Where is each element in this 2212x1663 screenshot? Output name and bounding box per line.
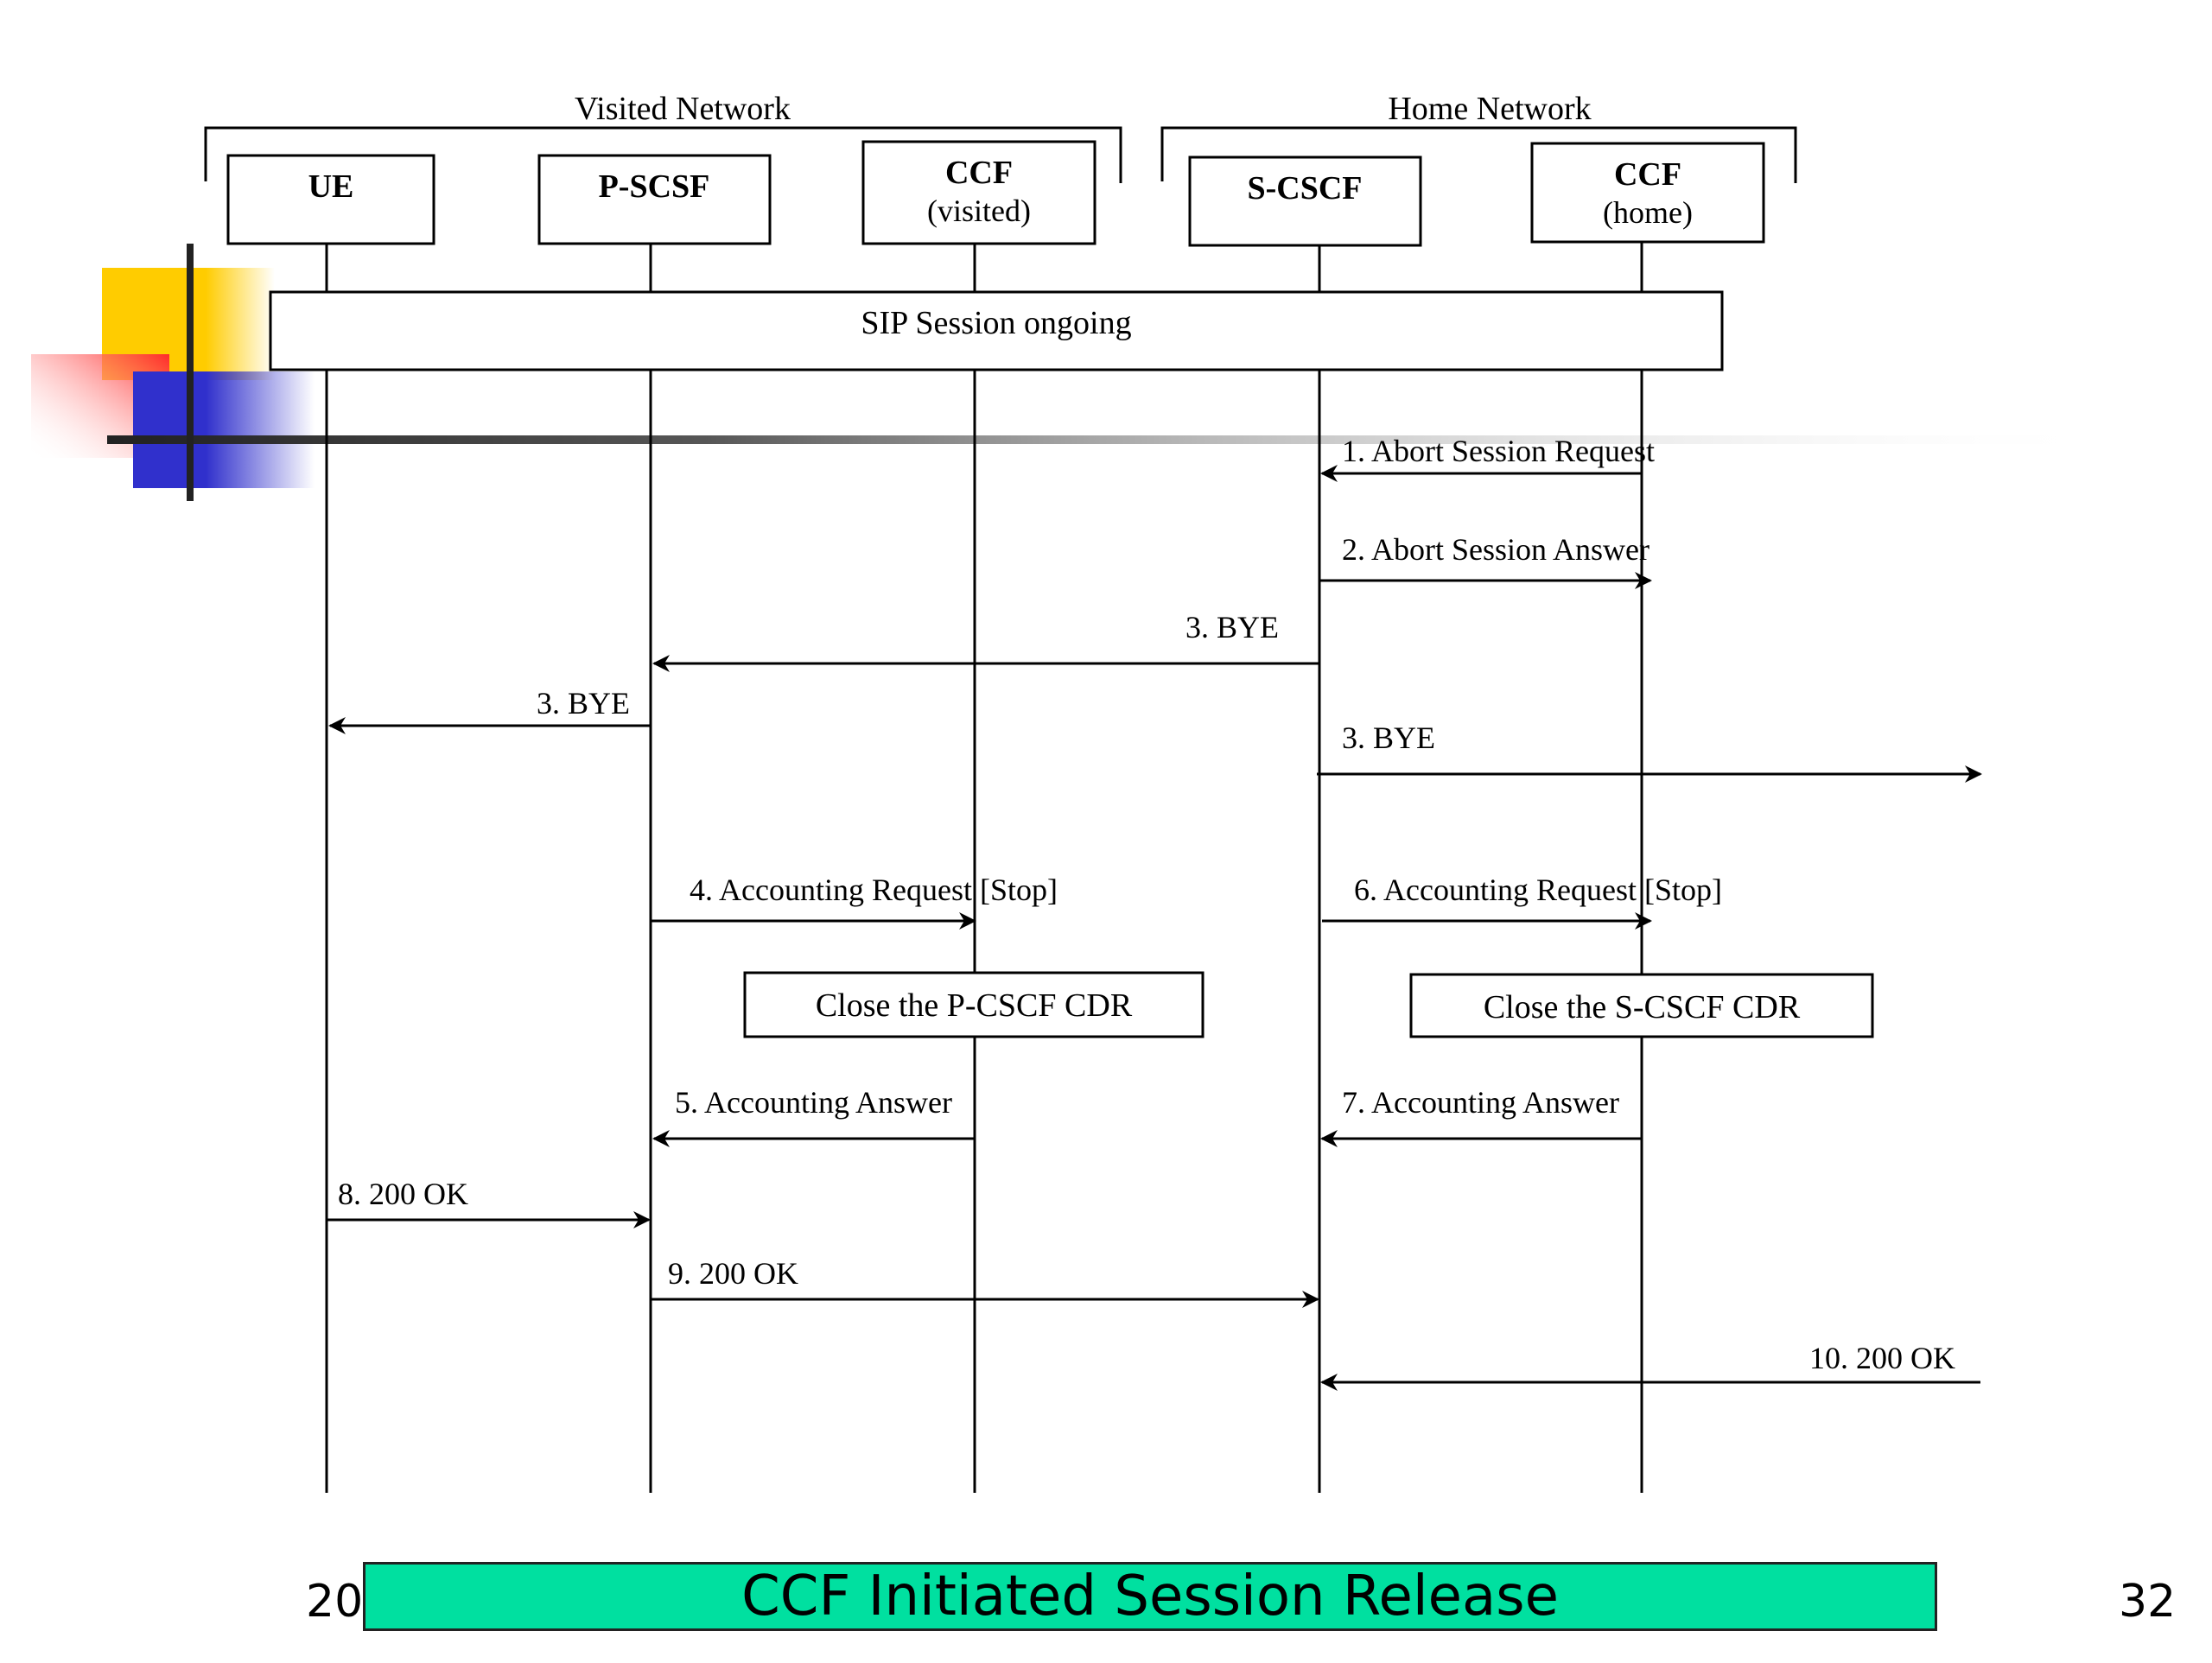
message-label: 3. BYE (1185, 610, 1279, 644)
page-number: 32 (2119, 1576, 2177, 1628)
horizontal-bar (107, 435, 2112, 444)
message-label: 5. Accounting Answer (675, 1085, 952, 1120)
footer-year-fragment: 20 (306, 1576, 364, 1628)
vertical-bar (187, 244, 194, 501)
message-label: 3. BYE (537, 686, 630, 720)
entity-s-cscf: S-CSCF (1188, 156, 1422, 247)
entity-label: UE (308, 168, 354, 205)
message-label: 4. Accounting Request [Stop] (690, 873, 1058, 907)
message-label: 10. 200 OK (1809, 1341, 1955, 1375)
group-label: Visited Network (575, 91, 791, 127)
entity-ccf-home: CCF (home) (1530, 142, 1765, 244)
message-label: 9. 200 OK (668, 1256, 798, 1291)
group-label: Home Network (1388, 91, 1591, 127)
entity-label: P-SCSF (599, 168, 710, 205)
note-close-p-cscf-cdr: Close the P-CSCF CDR (743, 971, 1205, 1038)
message-label: 3. BYE (1342, 720, 1435, 755)
entity-p-scsf: P-SCSF (537, 154, 772, 245)
message-label: 7. Accounting Answer (1342, 1085, 1619, 1120)
entity-ccf-visited: CCF (visited) (861, 140, 1096, 245)
session-box: SIP Session ongoing (269, 290, 1724, 371)
corner-decoration (31, 244, 2112, 501)
entity-label: S-CSCF (1247, 170, 1362, 206)
session-label: SIP Session ongoing (861, 305, 1131, 341)
entity-sublabel: (home) (1603, 195, 1693, 230)
blue-square (133, 371, 315, 488)
messages (327, 465, 1982, 1391)
message-labels: 1. Abort Session Request 2. Abort Sessio… (338, 434, 1955, 1375)
message-label: 8. 200 OK (338, 1177, 468, 1211)
note-label: Close the P-CSCF CDR (816, 987, 1133, 1024)
entity-label: CCF (1614, 156, 1681, 193)
entity-label: CCF (945, 155, 1013, 191)
message-label: 2. Abort Session Answer (1342, 532, 1649, 567)
group-visited-network: Visited Network (204, 91, 1122, 183)
group-home-network: Home Network (1160, 91, 1797, 183)
note-label: Close the S-CSCF CDR (1484, 989, 1801, 1025)
entity-ue: UE (226, 154, 435, 245)
entity-sublabel: (visited) (927, 194, 1031, 228)
lifelines (325, 242, 1643, 1493)
message-label: 6. Accounting Request [Stop] (1354, 873, 1722, 907)
slide-title: CCF Initiated Session Release (363, 1562, 1937, 1631)
message-label: 1. Abort Session Request (1342, 434, 1655, 468)
note-close-s-cscf-cdr: Close the S-CSCF CDR (1409, 973, 1874, 1038)
